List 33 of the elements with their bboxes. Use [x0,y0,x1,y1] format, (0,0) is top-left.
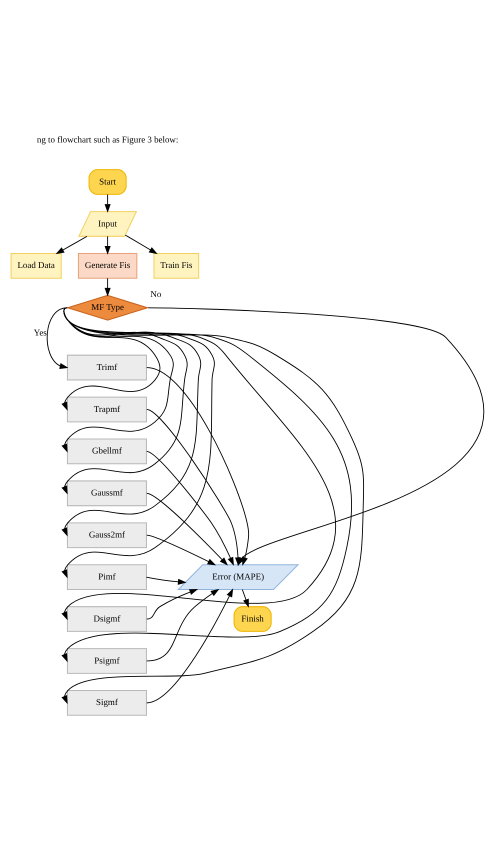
label: ng to flowchart such as Figure 3 below: [36,134,178,144]
node-box: Dsigmf [66,606,147,632]
node-box: Load Data [10,252,62,278]
node-box: Gaussmf [66,480,147,506]
node-box: Psigmf [66,648,147,674]
arrow [146,588,198,619]
node-diamond: MF Type [66,294,150,320]
node-box: Trimf [66,354,147,380]
arrow [104,194,111,212]
node-box: Train Fis [153,252,200,278]
node-box: Finish [234,606,272,632]
node-box: Gbellmf [66,438,147,464]
arrow [242,588,249,608]
arrow [146,588,220,661]
node-box: Sigmf [66,690,147,716]
arrow [124,234,158,254]
edge-label: Yes [34,326,47,337]
node-box: Start [88,168,127,194]
node-box: Trapmf [66,396,147,422]
edge-label: No [150,288,162,299]
node-box: Pimf [66,564,147,590]
arrow [146,588,234,703]
arrow [146,408,242,566]
arrow [104,277,111,296]
arrow [146,492,228,566]
arrow [56,235,88,254]
arrow [146,576,187,584]
arrow [46,306,68,368]
arrow [146,534,216,565]
arrow [146,450,234,566]
node-box: Gauss2mf [66,522,147,548]
node-box: Generate Fis [78,252,138,278]
arrow [104,235,111,254]
